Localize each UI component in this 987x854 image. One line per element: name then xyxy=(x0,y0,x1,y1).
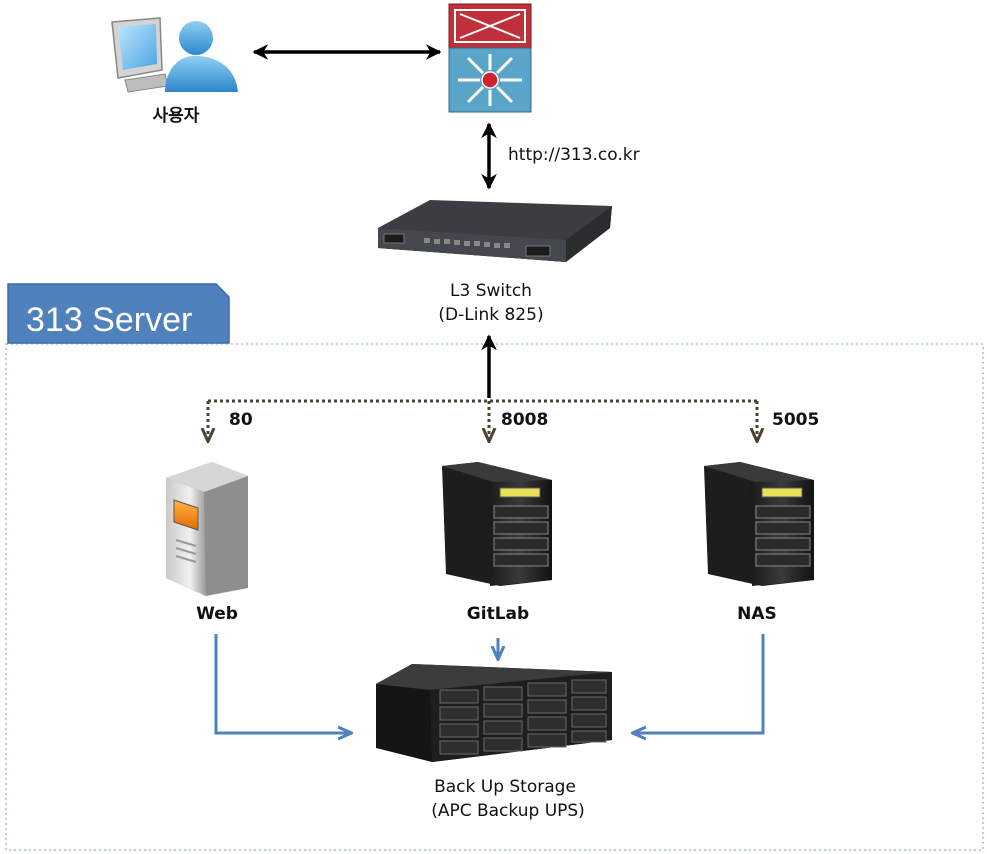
web-label: Web xyxy=(196,604,238,624)
disk-array-storage-icon xyxy=(376,664,612,762)
user-label: 사용자 xyxy=(153,106,200,126)
switch-label-line1: L3 Switch xyxy=(450,281,532,301)
storage-label-line2: (APC Backup UPS) xyxy=(431,801,585,821)
rack-switch-icon xyxy=(378,200,612,262)
port-distribution-lines xyxy=(208,399,757,440)
server-group-tab xyxy=(7,283,230,344)
layer3-router-icon xyxy=(448,3,532,113)
user-at-computer-icon xyxy=(111,17,238,93)
backup-links xyxy=(214,634,765,733)
storage-label-line1: Back Up Storage xyxy=(434,777,576,797)
web-server-tower-icon xyxy=(166,462,248,596)
nas-port-label: 5005 xyxy=(772,410,819,430)
nas-label: NAS xyxy=(737,604,777,624)
gitlab-tower-icon xyxy=(442,462,552,586)
web-port-label: 80 xyxy=(229,410,253,430)
gitlab-label: GitLab xyxy=(467,604,529,624)
nas-tower-icon xyxy=(704,462,814,586)
gitlab-port-label: 8008 xyxy=(501,410,548,430)
server-group-title: 313 Server xyxy=(26,301,192,339)
server-group-border xyxy=(5,343,984,851)
switch-label-line2: (D-Link 825) xyxy=(438,305,543,325)
url-label: http://313.co.kr xyxy=(508,145,640,165)
